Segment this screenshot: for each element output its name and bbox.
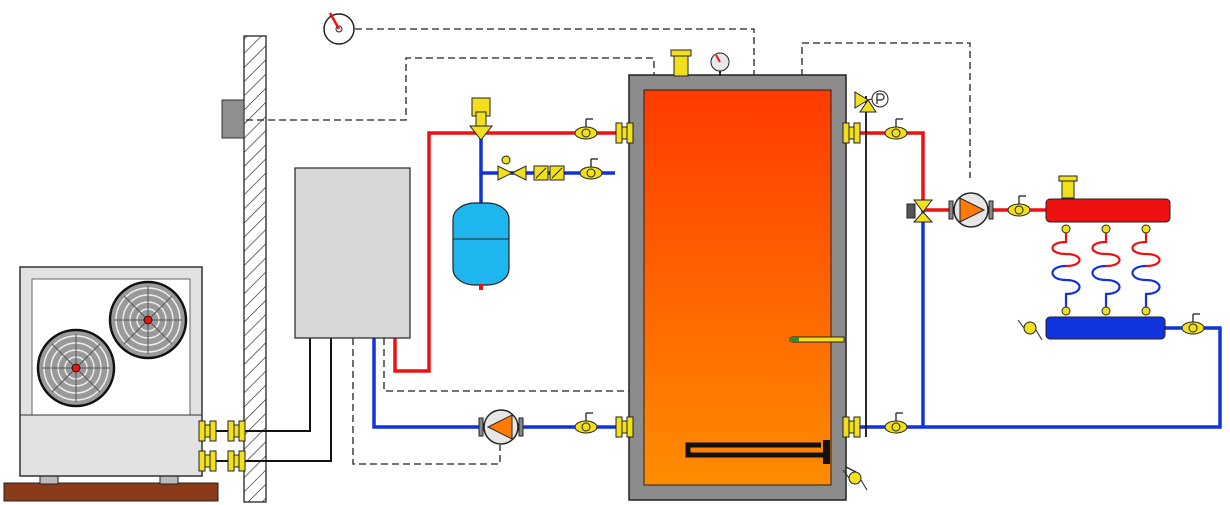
heat-pump-outdoor-unit (3, 266, 219, 502)
ball-valve-icon (574, 118, 598, 140)
union-fitting (615, 416, 634, 438)
union-fitting (227, 450, 246, 472)
cold-heating-return-pipe (830, 326, 1222, 429)
tank-sensor-wire (383, 338, 630, 392)
heating-loop-supply (1091, 233, 1121, 268)
pipe-fittings (198, 90, 1205, 491)
pump-control-wire (801, 42, 971, 178)
pump-wire (352, 338, 501, 465)
hatched-wall (243, 35, 267, 503)
loop-valve-icon (1061, 306, 1071, 316)
heating-loop-return (1051, 264, 1081, 307)
union-fitting (615, 122, 634, 144)
loop-valve-icon (1141, 224, 1151, 234)
pressure-relief-valve-icon (854, 90, 889, 113)
ball-valve-icon (884, 412, 908, 434)
outdoor-sensor-wire (246, 57, 655, 121)
loop-valve-icon (1141, 306, 1151, 316)
storage-tank (628, 74, 847, 501)
expansion-vessel (452, 202, 510, 290)
circulation-pump-icon (478, 409, 524, 445)
union-fitting (842, 122, 861, 144)
control-wiring (246, 28, 971, 465)
heating-loop-return (1131, 264, 1161, 307)
fan-icon (108, 280, 188, 360)
loop-valve-icon (1061, 224, 1071, 234)
safety-valve (468, 97, 494, 141)
drain-valve-icon (1017, 319, 1043, 341)
ball-valve-icon (574, 412, 598, 434)
loop-valve-icon (1101, 306, 1111, 316)
tank-water (643, 89, 832, 486)
outdoor-unit-base (3, 482, 219, 502)
drain-valve-icon (842, 469, 868, 491)
electric-heating-element (685, 442, 827, 458)
underfloor-manifold (1045, 175, 1171, 340)
mixing-valve-icon (906, 199, 934, 223)
drain-outlet (845, 466, 857, 473)
union-fitting (198, 450, 217, 472)
supply-manifold (1045, 198, 1171, 223)
tank-sensor-probe (791, 336, 845, 343)
ball-valve-icon (1181, 313, 1205, 335)
heating-loop-return (1091, 264, 1121, 307)
heating-element-head (823, 440, 830, 464)
union-fitting (198, 420, 217, 442)
union-fitting (227, 420, 246, 442)
fan-icon (36, 328, 116, 408)
circulation-pump-icon (948, 192, 994, 228)
tank-sensor-tip (789, 337, 799, 342)
ball-valve-icon (1007, 195, 1031, 217)
manifold-air-vent-icon (1058, 175, 1078, 199)
cold-return-pipe (372, 338, 640, 429)
controller-unit (294, 167, 411, 339)
thermometer-icon (710, 52, 730, 76)
ball-valve-icon (579, 158, 603, 180)
ball-valve-icon (884, 118, 908, 140)
heating-loop-supply (1131, 233, 1161, 268)
union-fitting (842, 416, 861, 438)
outdoor-temperature-sensor (221, 99, 245, 139)
air-vent-icon (670, 49, 692, 77)
heating-loop-supply (1051, 233, 1081, 268)
thermostat-wire (355, 28, 755, 76)
return-manifold (1045, 316, 1166, 340)
heating-loops (1051, 224, 1161, 316)
room-thermostat-icon (323, 12, 355, 45)
filter-icon (533, 165, 565, 181)
hot-supply-pipe (393, 131, 640, 373)
check-valve-icon (497, 155, 527, 181)
loop-valve-icon (1101, 224, 1111, 234)
